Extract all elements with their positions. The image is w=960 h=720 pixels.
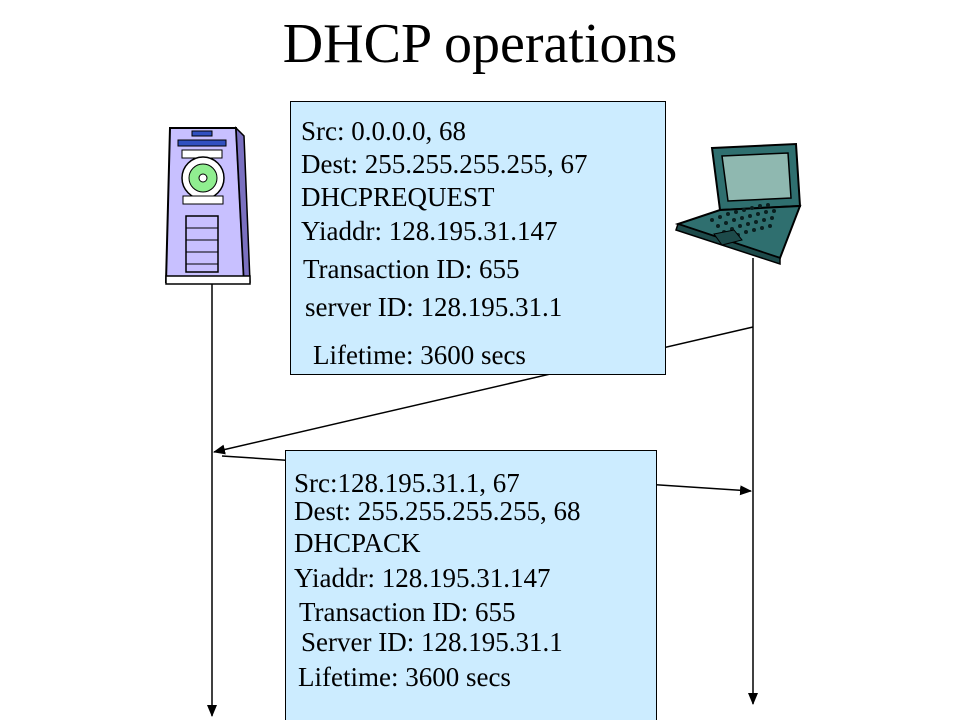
request-type: DHCPREQUEST <box>301 182 495 212</box>
diagram-title: DHCP operations <box>282 13 678 75</box>
dhcp-ack-message-box: Src:128.195.31.1, 67 Dest: 255.255.255.2… <box>285 450 657 720</box>
request-transaction-id: Transaction ID: 655 <box>303 254 520 284</box>
ack-dest: Dest: 255.255.255.255, 68 <box>294 496 581 526</box>
ack-server-id: Server ID: 128.195.31.1 <box>301 627 563 657</box>
ack-yiaddr: Yiaddr: 128.195.31.147 <box>294 563 551 593</box>
request-dest: Dest: 255.255.255.255, 67 <box>301 149 588 179</box>
request-server-id: server ID: 128.195.31.1 <box>305 292 563 322</box>
request-lifetime: Lifetime: 3600 secs <box>313 340 526 370</box>
server-tower-icon <box>164 126 251 285</box>
laptop-icon <box>674 142 802 266</box>
dhcp-request-message-box: Src: 0.0.0.0, 68 Dest: 255.255.255.255, … <box>290 101 666 375</box>
ack-transaction-id: Transaction ID: 655 <box>299 597 516 627</box>
request-src: Src: 0.0.0.0, 68 <box>301 116 466 146</box>
ack-src: Src:128.195.31.1, 67 <box>294 468 520 498</box>
request-yiaddr: Yiaddr: 128.195.31.147 <box>301 216 558 246</box>
ack-lifetime: Lifetime: 3600 secs <box>298 662 511 692</box>
ack-type: DHCPACK <box>294 528 421 558</box>
